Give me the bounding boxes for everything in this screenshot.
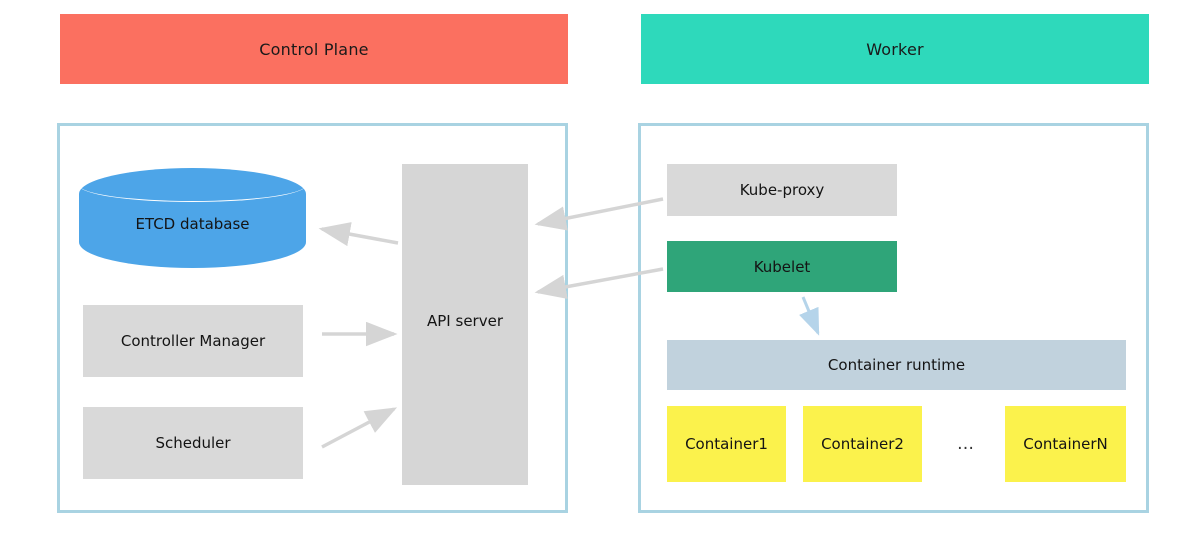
containers-ellipsis: … [938, 430, 994, 458]
kube-proxy-label: Kube-proxy [739, 181, 825, 199]
controller-manager-node[interactable]: Controller Manager [83, 305, 303, 377]
kubelet-label: Kubelet [753, 257, 811, 276]
worker-title: Worker [866, 39, 924, 59]
api-server-label: API server [427, 311, 503, 330]
container-label-2: Container2 [821, 435, 904, 453]
container-node-2[interactable]: Container2 [803, 406, 922, 482]
container-node-n[interactable]: ContainerN [1005, 406, 1126, 482]
controller-manager-label: Controller Manager [120, 332, 266, 350]
kubelet-node[interactable]: Kubelet [667, 241, 897, 292]
scheduler-label: Scheduler [155, 434, 231, 452]
container-label-1: Container1 [685, 435, 768, 453]
api-server-node[interactable]: API server [402, 164, 528, 485]
container-runtime-label: Container runtime [827, 356, 966, 374]
scheduler-node[interactable]: Scheduler [83, 407, 303, 479]
container-label-n: ContainerN [1023, 435, 1108, 453]
kube-proxy-node[interactable]: Kube-proxy [667, 164, 897, 216]
container-runtime-node[interactable]: Container runtime [667, 340, 1126, 390]
etcd-database-label: ETCD database [135, 215, 250, 233]
control-plane-title: Control Plane [259, 39, 369, 59]
containers-ellipsis-label: … [957, 434, 975, 454]
etcd-database-node[interactable]: ETCD database [79, 168, 306, 268]
worker-banner: Worker [641, 14, 1149, 84]
control-plane-banner: Control Plane [60, 14, 568, 84]
container-node-1[interactable]: Container1 [667, 406, 786, 482]
